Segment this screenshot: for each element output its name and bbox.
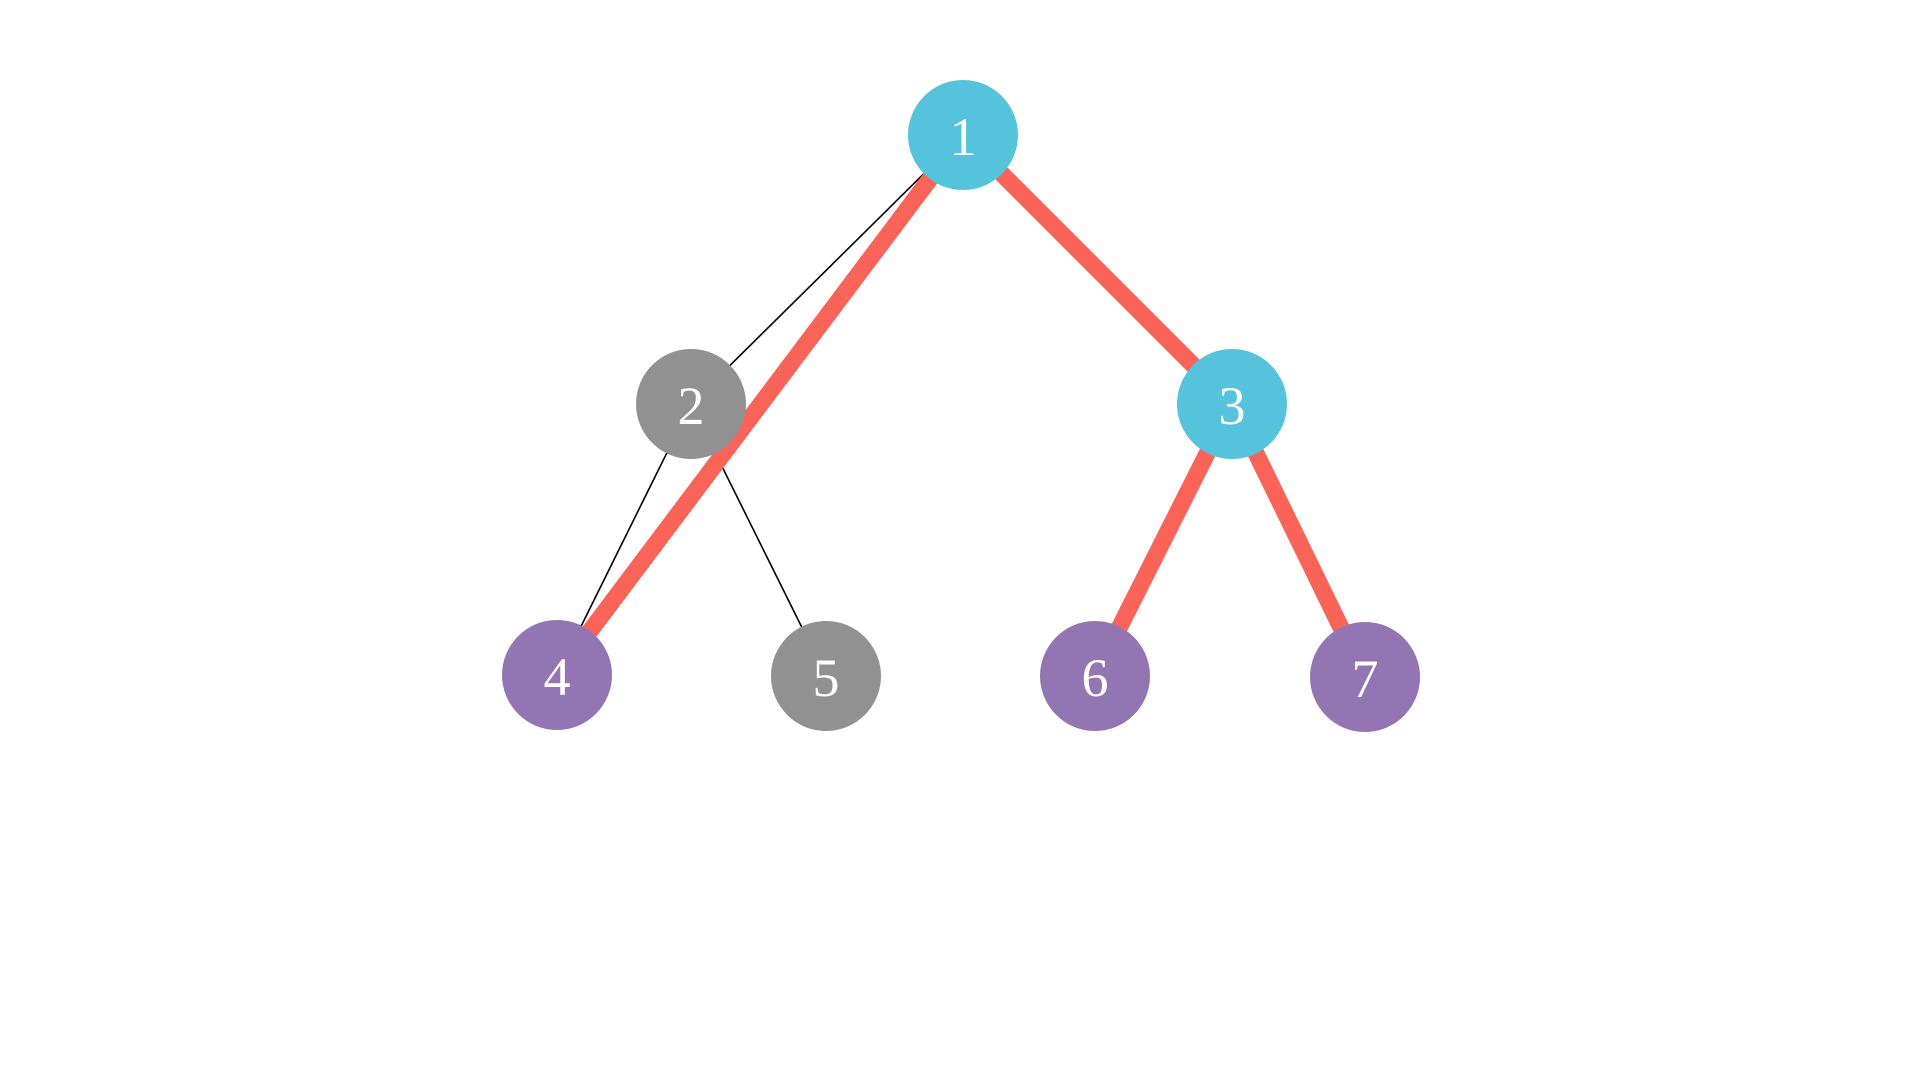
node-label-2: 2 [678, 376, 705, 436]
edge-1-3 [956, 128, 1239, 411]
node-label-3: 3 [1219, 376, 1246, 436]
node-4[interactable]: 4 [502, 620, 612, 730]
node-circle-3[interactable] [1177, 349, 1287, 459]
node-2[interactable]: 2 [636, 349, 746, 459]
node-7[interactable]: 7 [1310, 622, 1420, 732]
node-label-4: 4 [544, 647, 571, 707]
node-circle-7[interactable] [1310, 622, 1420, 732]
node-5[interactable]: 5 [771, 621, 881, 731]
node-1[interactable]: 1 [908, 80, 1018, 190]
edge-1-2 [690, 134, 964, 405]
node-3[interactable]: 3 [1177, 349, 1287, 459]
node-6[interactable]: 6 [1040, 621, 1150, 731]
node-circle-5[interactable] [771, 621, 881, 731]
node-label-6: 6 [1082, 648, 1109, 708]
node-circle-2[interactable] [636, 349, 746, 459]
node-label-7: 7 [1352, 649, 1379, 709]
node-label-5: 5 [813, 648, 840, 708]
node-label-1: 1 [950, 107, 977, 167]
nodes-layer: 1 2 3 4 5 6 7 [502, 80, 1420, 732]
node-circle-6[interactable] [1040, 621, 1150, 731]
edge-1-4 [550, 129, 970, 681]
node-circle-4[interactable] [502, 620, 612, 730]
node-circle-1[interactable] [908, 80, 1018, 190]
